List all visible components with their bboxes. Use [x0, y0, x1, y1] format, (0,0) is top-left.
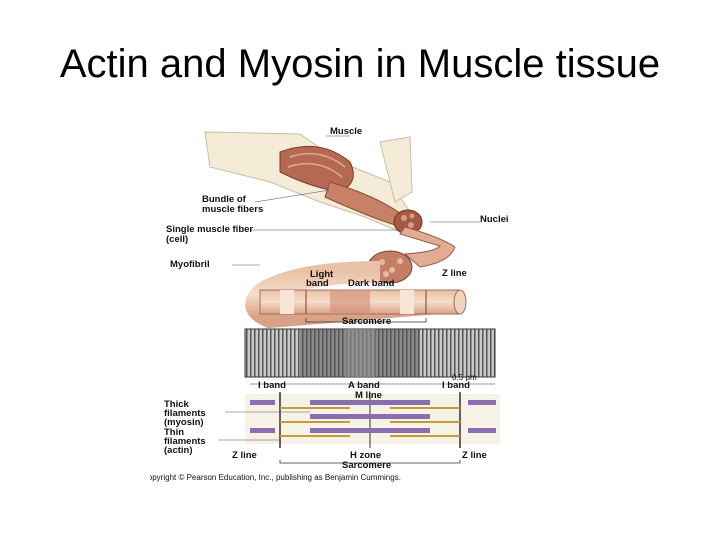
label-nuclei: Nuclei: [480, 214, 509, 225]
label-sarcomere-top: Sarcomere: [342, 316, 391, 327]
muscle-belly: [279, 145, 354, 193]
label-bundle-2: muscle fibers: [202, 204, 263, 215]
label-a-band: A band: [348, 380, 380, 391]
label-h-zone: H zone: [350, 450, 381, 461]
label-myofibril: Myofibril: [170, 259, 210, 270]
single-fiber: [399, 226, 456, 268]
label-sarcomere-bottom: Sarcomere: [342, 460, 391, 471]
filament-schematic: [245, 392, 500, 448]
label-single-fiber-2: (cell): [166, 234, 188, 245]
label-i-band-left: I band: [258, 380, 286, 391]
label-muscle: Muscle: [330, 126, 362, 137]
muscle-diagram: Muscle Bundle of muscle fibers Single mu…: [142, 126, 509, 482]
label-thin-1: Thin: [164, 427, 184, 438]
label-single-fiber-1: Single muscle fiber: [166, 224, 253, 235]
label-z-line-top: Z line: [442, 268, 467, 279]
label-z-line-left: Z line: [232, 450, 257, 461]
label-thick-1: Thick: [164, 399, 190, 410]
label-thin-2: filaments: [164, 436, 206, 447]
slide-title: Actin and Myosin in Muscle tissue: [59, 42, 661, 86]
arm-upper: [379, 136, 413, 203]
label-bundle-1: Bundle of: [202, 194, 247, 205]
label-scale: 0.5 μm: [452, 373, 477, 382]
label-light-band-1: Light: [310, 269, 334, 280]
label-thick-2: filaments: [164, 408, 206, 419]
muscle-structure-figure: Muscle Bundle of muscle fibers Single mu…: [142, 122, 560, 487]
label-m-line: M line: [355, 390, 382, 401]
label-i-band-right: I band: [442, 380, 470, 391]
label-z-line-right: Z line: [462, 450, 487, 461]
label-thick-3: (myosin): [164, 417, 204, 428]
label-thin-3: (actin): [164, 445, 193, 456]
label-dark-band: Dark band: [348, 278, 395, 289]
label-light-band-2: band: [306, 278, 329, 289]
copyright-caption: Copyright © Pearson Education, Inc., pub…: [150, 473, 401, 482]
